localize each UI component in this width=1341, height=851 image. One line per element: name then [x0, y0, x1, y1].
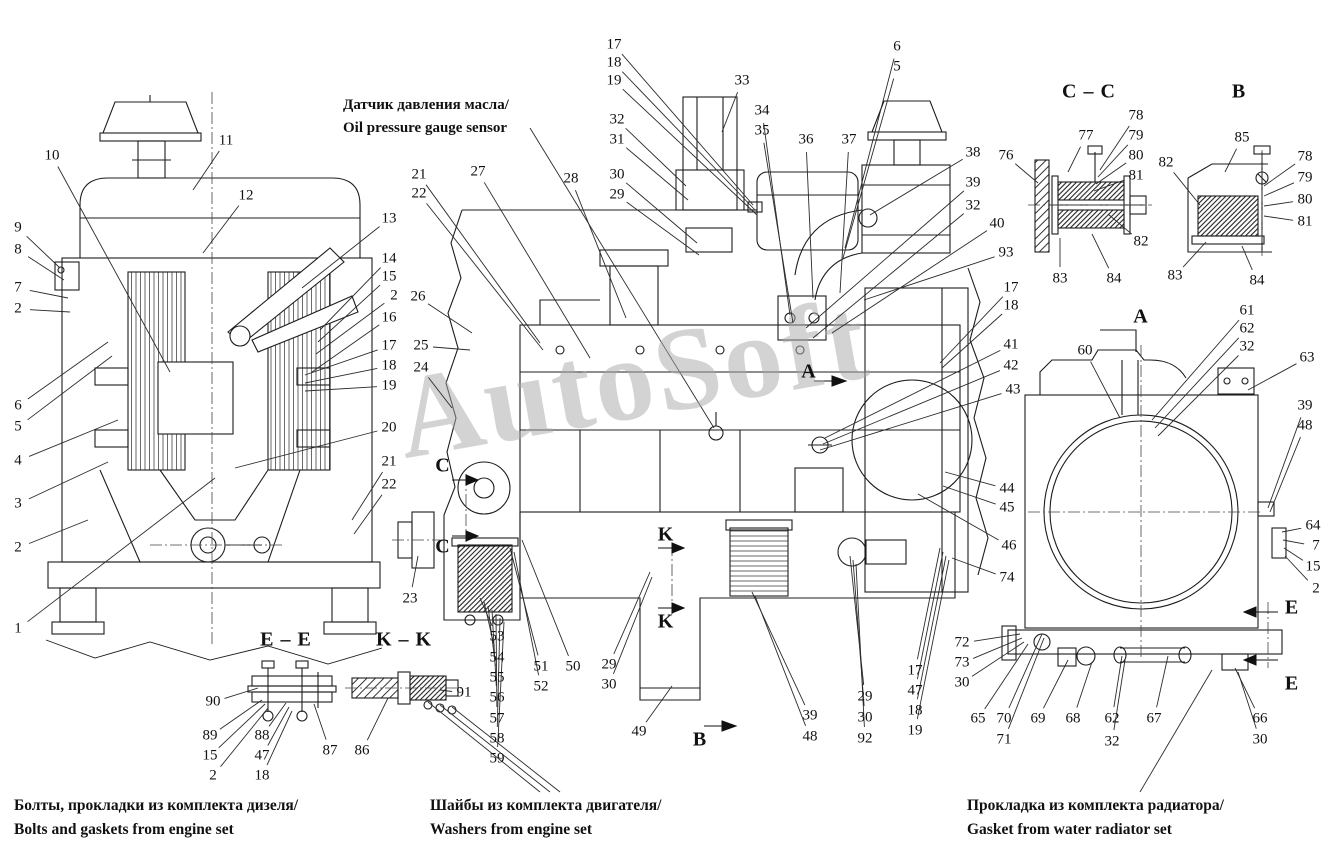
view-b-drawing — [1187, 145, 1272, 253]
section-ee-drawing — [247, 660, 337, 722]
caption-engine-bolts: Болты, прокладки из комплекта дизеля/ Bo… — [14, 794, 298, 842]
caption-engine-bolts-en: Bolts and gaskets from engine set — [14, 821, 234, 839]
caption-engine-washers: Шайбы из комплекта двигателя/ Washers fr… — [430, 794, 661, 842]
section-cc-drawing — [1034, 145, 1147, 253]
radiator-view-drawing — [1001, 329, 1287, 671]
oil-sensor-annotation: Датчик давления масла/ Oil pressure gaug… — [343, 94, 509, 139]
section-kk-drawing — [351, 671, 459, 715]
front-view-drawing — [45, 95, 383, 665]
oil-sensor-annotation-en: Oil pressure gauge sensor — [343, 119, 508, 136]
caption-engine-washers-ru: Шайбы из комплекта двигателя/ — [430, 797, 662, 814]
caption-radiator-gasket-ru: Прокладка из комплекта радиатора/ — [967, 797, 1224, 814]
caption-engine-washers-en: Washers from engine set — [430, 821, 593, 839]
caption-engine-bolts-ru: Болты, прокладки из комплекта дизеля/ — [14, 797, 299, 814]
caption-radiator-gasket-en: Gasket from water radiator set — [967, 821, 1172, 839]
caption-radiator-gasket: Прокладка из комплекта радиатора/ Gasket… — [967, 794, 1224, 842]
oil-sensor-annotation-ru: Датчик давления масла/ — [343, 97, 509, 113]
